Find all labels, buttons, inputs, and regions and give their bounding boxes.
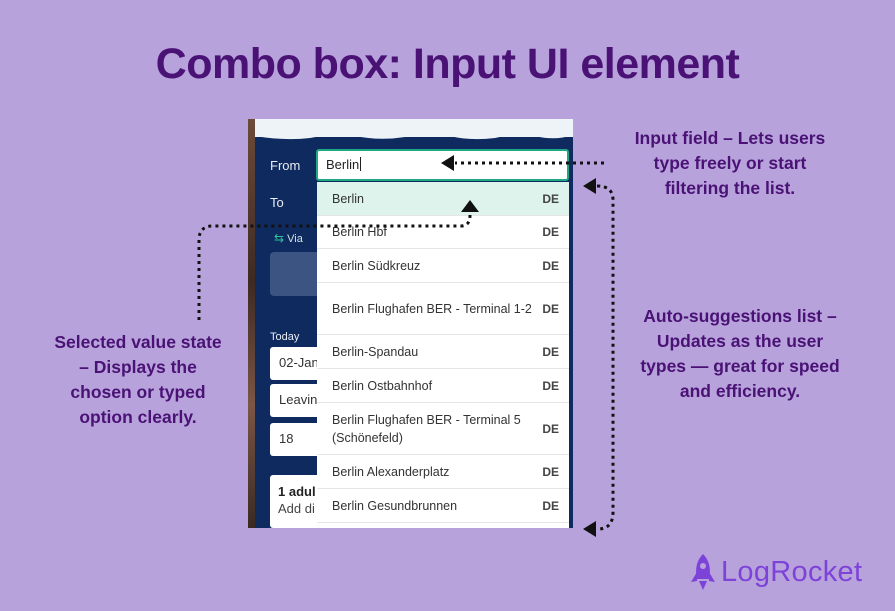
suggestion-option[interactable]: Berlin Flughafen BER - Terminal 5 (Schön… — [317, 403, 569, 455]
suggestion-country-code: DE — [542, 421, 559, 436]
callout-line: type freely or start — [653, 153, 807, 173]
suggestion-name: Berlin — [332, 191, 364, 206]
callout-line: Auto-suggestions list – — [643, 306, 837, 326]
suggestion-name: Berlin-Spandau — [332, 344, 419, 359]
suggestion-option[interactable]: Berlin Gesundbrunnen DE — [317, 489, 569, 523]
callout-line: Updates as the user — [656, 331, 824, 351]
arrow-head-suggest-bottom — [583, 521, 596, 537]
suggestion-name: Berlin Ostbahnhof — [332, 378, 433, 393]
callout-line: – Displays the — [79, 357, 197, 377]
suggestion-option[interactable]: Berlin Südkreuz DE — [317, 249, 569, 283]
suggestion-name: Berlin Flughafen BER - Terminal 5 (Schön… — [332, 412, 521, 445]
from-input[interactable]: Berlin — [316, 149, 569, 181]
callout-line: option clearly. — [79, 407, 197, 427]
suggestion-name: Berlin Flughafen BER - Terminal 1-2 — [332, 301, 532, 316]
via-option[interactable]: ⇆ Via — [274, 231, 303, 245]
arrow-head-input — [441, 155, 454, 171]
suggestion-name: Berlin Alexanderplatz — [332, 464, 450, 479]
via-label: Via — [287, 233, 303, 245]
suggestion-country-code: DE — [542, 378, 559, 393]
callout-selected-value: Selected value state – Displays the chos… — [38, 330, 238, 430]
from-input-value: Berlin — [326, 157, 360, 172]
suggestion-option[interactable]: Berlin Ostbahnhof DE — [317, 369, 569, 403]
signpost-icon: ⇆ — [274, 231, 285, 245]
suggestion-country-code: DE — [542, 258, 559, 273]
date-field[interactable]: 02-Jan — [270, 347, 320, 380]
arrow-suggest-bracket — [596, 184, 615, 531]
suggestion-name: Berlin Hbf — [332, 225, 387, 239]
rocket-icon — [691, 554, 715, 590]
suggestion-option[interactable]: Berlin Alexanderplatz DE — [317, 455, 569, 489]
callout-line: filtering the list. — [664, 178, 796, 198]
time-mode-select[interactable]: Leavin — [270, 384, 320, 417]
to-label: To — [270, 195, 284, 210]
callout-line: and efficiency. — [679, 381, 801, 401]
suggestion-option[interactable]: Berlin-Spandau DE — [317, 335, 569, 369]
suggestion-country-code: DE — [542, 301, 559, 316]
passenger-selector[interactable]: 1 adul Add di — [270, 475, 320, 528]
suggestion-name: Berlin Südkreuz — [332, 258, 421, 273]
arrow-head-suggest-top — [583, 178, 596, 194]
arrow-selected-line — [197, 214, 472, 320]
callout-input-field: Input field – Lets users type freely or … — [610, 126, 850, 201]
snow-edge — [255, 131, 573, 140]
background-strip — [248, 119, 255, 528]
suggestion-option[interactable]: Berlin Hbf DE — [317, 216, 569, 249]
callout-line: Input field – Lets users — [634, 128, 826, 148]
phone-screenshot: From To ⇆ Via Today 02-Jan Leavin 18 1 a… — [248, 119, 573, 528]
suggestion-country-code: DE — [542, 498, 559, 513]
from-label: From — [270, 158, 301, 173]
swap-panel — [270, 252, 320, 296]
passenger-count: 1 adul — [278, 484, 316, 499]
logo-text: LogRocket — [721, 556, 863, 588]
suggestion-option[interactable]: Berlin DE — [317, 182, 569, 216]
callout-line: Selected value state — [54, 332, 222, 352]
today-label: Today — [270, 331, 300, 343]
arrow-head-selected — [461, 200, 479, 212]
callout-line: chosen or typed — [70, 382, 206, 402]
suggestion-option[interactable]: Berlin Flughafen BER - Terminal 1-2 DE — [317, 283, 569, 335]
add-discount-link: Add di — [278, 501, 315, 516]
suggestion-country-code: DE — [542, 464, 559, 479]
diagram-title: Combo box: Input UI element — [155, 40, 740, 88]
hour-select[interactable]: 18 — [270, 423, 320, 456]
text-caret — [360, 157, 362, 171]
callout-suggestions: Auto-suggestions list – Updates as the u… — [620, 304, 860, 404]
suggestion-country-code: DE — [542, 225, 559, 239]
suggestion-country-code: DE — [542, 344, 559, 359]
suggestion-name: Berlin Gesundbrunnen — [332, 498, 458, 513]
suggestion-country-code: DE — [542, 191, 559, 206]
callout-line: types — great for speed — [640, 356, 840, 376]
